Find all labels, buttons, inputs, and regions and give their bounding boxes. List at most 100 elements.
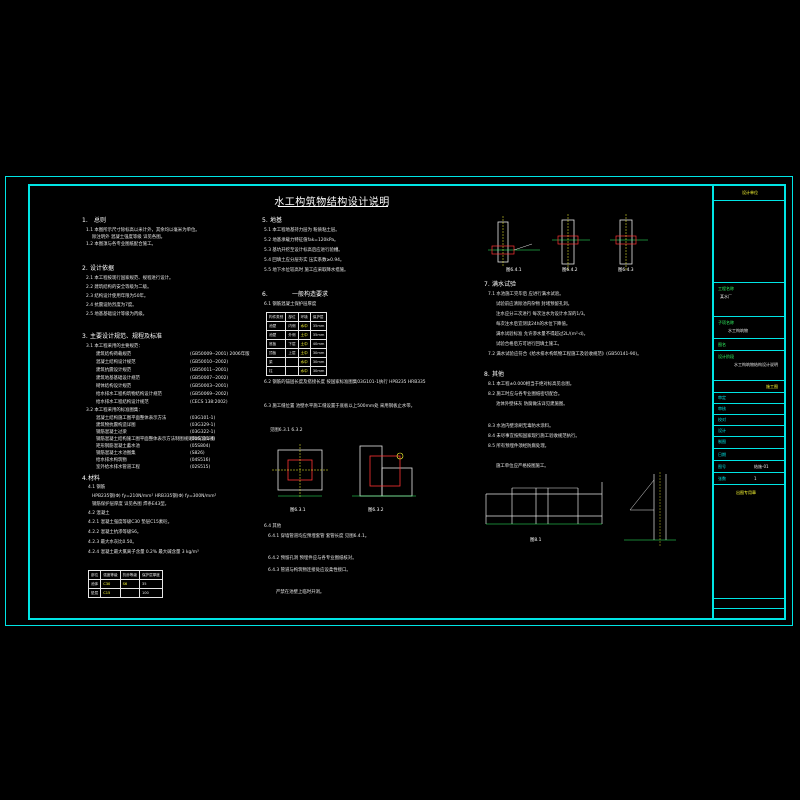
table-header-cell: 保护层厚度 xyxy=(138,570,163,580)
s2-number: 2. xyxy=(82,265,88,272)
table-header-row: 构件类别 部位 环境 保护层 xyxy=(265,312,328,322)
table-cell: 上层 xyxy=(285,348,299,358)
s7-line: 7.2 满水试验应符合《给水排水构筑物工程施工及验收规范》(GB50141-90… xyxy=(488,352,642,357)
s4-line: 钢筋保护层厚度 详见各图 焊条E43型。 xyxy=(92,502,170,507)
tb-row-label: 设计 xyxy=(718,428,726,433)
s5-number: 5. xyxy=(262,217,268,224)
detail-6-4-2 xyxy=(552,214,590,270)
spec-name: 钢筋混凝土结构施工图平面整体表示方法制图规则和构造详图 xyxy=(96,437,215,442)
s7-line: 试验前应清除池内杂物 封堵预留孔洞。 xyxy=(496,302,573,307)
outer-frame xyxy=(5,176,793,626)
spec-code: (03G329-1) xyxy=(190,423,216,428)
table-cell: 水中 xyxy=(297,357,311,367)
sheet-title: 水工构筑物结构设计说明 xyxy=(274,197,390,208)
tb-stage-label: 设计阶段 xyxy=(718,354,734,359)
s8-line: 施工单位应严格按图施工。 xyxy=(496,464,549,469)
spec-code: (03G101-1) xyxy=(190,416,216,421)
s7-title: 满水试验 xyxy=(492,281,517,288)
tb-row-label: 校对 xyxy=(718,417,726,422)
detail-6-4-3 xyxy=(610,214,648,270)
table-cell: C30 xyxy=(100,579,121,589)
material-table: 部位 强度等级 抗渗等级 保护层厚度 池体 C30 S6 35 垫层 C15 1… xyxy=(87,570,163,598)
s6-4-line: 6.4.3 管道与构筑物连接处应设柔性接口。 xyxy=(268,568,351,573)
tb-date-label: 日期 xyxy=(718,452,726,457)
fig-6-4-3-label: 图6.4.3 xyxy=(618,268,634,273)
table-cell: 40mm xyxy=(309,339,328,349)
fig-6-4-1-label: 图6.4.1 xyxy=(506,268,522,273)
s6-3: 6.3 施工缝位置 池壁水平施工缝设置于底板以上500mm处 采用钢板止水带。 xyxy=(264,404,416,409)
table-cell: 30mm xyxy=(309,348,328,358)
table-header-cell: 抗渗等级 xyxy=(119,570,140,580)
table-cell: S6 xyxy=(119,579,140,589)
detail-6-4-1 xyxy=(488,216,540,266)
s5-line: 5.4 回填土应分层夯实 压实系数≥0.94。 xyxy=(264,258,345,263)
s1-line: 除注明外 混凝土强度等级 详见各图。 xyxy=(92,235,166,240)
table-cell: 垫层 xyxy=(87,588,102,598)
s5-line: 5.5 地下水位较高时 施工应采取降水措施。 xyxy=(264,268,349,273)
spec-name: 给水排水工程构筑物结构设计规范 xyxy=(96,392,162,397)
spec-code: (04S516) xyxy=(190,458,211,463)
tb-no-label: 图号 xyxy=(718,464,726,469)
detail-6-3-1 xyxy=(272,444,328,498)
table-cell: C15 xyxy=(100,588,121,598)
spec-code: (S826) xyxy=(190,451,205,456)
s6-sub: 6.1 钢筋混凝土保护层厚度 xyxy=(264,302,317,307)
table-row: 池体 C30 S6 35 xyxy=(87,579,163,589)
table-cell: 池体 xyxy=(87,579,102,589)
s8-number: 8. xyxy=(484,371,490,378)
spec-code: (CECS 138:2002) xyxy=(190,400,228,405)
spec-name: 矩形钢筋混凝土蓄水池 xyxy=(96,444,140,449)
table-cell: 内侧 xyxy=(285,321,299,331)
tb-row-divider xyxy=(714,403,784,404)
table-cell: 顶板 xyxy=(265,348,287,358)
spec-name: 室外给水排水管道工程 xyxy=(96,465,140,470)
table-cell xyxy=(119,588,140,598)
table-cell: 外侧 xyxy=(285,330,299,340)
spec-name: 混凝土结构设计规范 xyxy=(96,360,136,365)
spec-code: (GB50003--2001) xyxy=(190,384,229,389)
table-cell: 土中 xyxy=(297,330,311,340)
s3-sub: 3.1 本工程采用的主要规范： xyxy=(86,344,143,349)
spec-name: 钢筋混凝土过梁 xyxy=(96,430,127,435)
s6-number: 6. xyxy=(262,291,268,298)
s6-4-line: 6.4.1 穿墙管道均应预埋套管 套管长度 见图6.4.1。 xyxy=(268,534,370,539)
tb-row-divider xyxy=(714,425,784,426)
tb-cert-label: 出图专用章 xyxy=(736,490,756,495)
spec-code: (03G322-1) xyxy=(190,430,216,435)
spec-name: 建筑地基基础设计规范 xyxy=(96,376,140,381)
tb-drawing-label: 图名 xyxy=(718,342,726,347)
inner-frame xyxy=(28,184,786,620)
s1-line: 1.1 本图所示尺寸除标高以米计外，其余均以毫米为单位。 xyxy=(86,228,200,233)
table-header-cell: 环境 xyxy=(297,312,311,322)
table-cell: 水中 xyxy=(297,366,311,376)
tb-project-value: 某水厂 xyxy=(720,294,732,299)
tb-row-divider xyxy=(714,436,784,437)
tb-drawing-value: 水工构筑物结构设计说明 xyxy=(734,362,778,367)
s2-line: 2.4 抗震设防烈度为7度。 xyxy=(86,303,137,308)
s6-title: 一般构造要求 xyxy=(292,291,329,298)
s7-number: 7. xyxy=(484,281,490,288)
s4-line: 4.2.3 最大水灰比0.50。 xyxy=(88,540,137,545)
table-header-cell: 部位 xyxy=(285,312,299,322)
table-cell xyxy=(285,357,299,367)
spec-code: (GB50069--2002) xyxy=(190,392,229,397)
s1-line: 1.2 本图须与各专业图纸配合施工。 xyxy=(86,242,156,247)
spec-code: (02S515) xyxy=(190,465,211,470)
s7-line: 注水应分三次进行 每次注水为设计水深的1/3。 xyxy=(496,312,588,317)
s4-line: 4.2.4 混凝土最大氯离子含量 0.2% 最大碱含量 3 kg/m³ xyxy=(88,550,199,555)
s3-number: 3. xyxy=(82,333,88,340)
fig-6-3-2-label: 图6.3.2 xyxy=(368,508,384,513)
table-row: 垫层 C15 100 xyxy=(87,588,163,598)
table-cell: 下层 xyxy=(285,339,299,349)
table-header-cell: 保护层 xyxy=(309,312,328,322)
s3-title: 主要设计规范、规程及标准 xyxy=(90,333,163,340)
s4-line: 4.2.1 混凝土强度等级C30 垫层C15素砼。 xyxy=(88,520,172,525)
tb-row-label: 制图 xyxy=(718,439,726,444)
spec-name: 建筑物抗震构造详图 xyxy=(96,423,136,428)
s6-2: 6.2 钢筋的锚固长度及搭接长度 按国家标准图集03G101-1执行 HPB23… xyxy=(264,380,426,385)
table-header-row: 部位 强度等级 抗渗等级 保护层厚度 xyxy=(87,570,163,580)
s2-line: 2.2 建筑结构的安全等级为二级。 xyxy=(86,285,152,290)
s2-line: 2.5 地基基础设计等级为丙级。 xyxy=(86,312,148,317)
